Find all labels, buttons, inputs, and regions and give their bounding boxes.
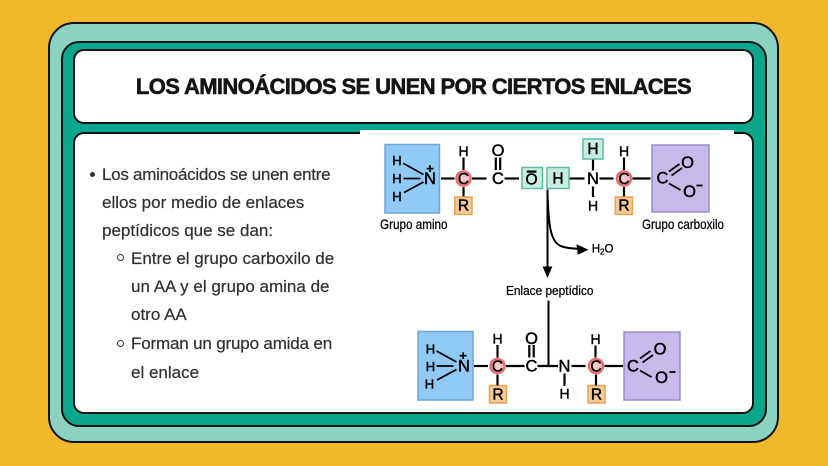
- svg-text:N: N: [587, 170, 599, 188]
- svg-text:N: N: [458, 358, 470, 376]
- svg-text:Grupo amino: Grupo amino: [380, 216, 448, 232]
- svg-text:O: O: [525, 172, 537, 189]
- svg-text:R: R: [492, 386, 503, 403]
- svg-text:C: C: [458, 171, 469, 188]
- svg-text:H: H: [392, 171, 401, 186]
- svg-text:H: H: [552, 171, 563, 188]
- svg-text:H: H: [587, 141, 598, 158]
- svg-text:H: H: [425, 377, 434, 392]
- svg-text:H: H: [590, 331, 600, 347]
- svg-text:H: H: [392, 153, 401, 168]
- svg-text:C: C: [618, 171, 629, 188]
- svg-text:O: O: [655, 369, 668, 387]
- svg-text:H2O: H2O: [592, 244, 614, 257]
- svg-text:H: H: [559, 386, 569, 402]
- svg-text:R: R: [458, 198, 469, 215]
- svg-text:C: C: [590, 358, 601, 375]
- svg-text:C: C: [492, 170, 504, 188]
- svg-text:H: H: [492, 331, 502, 347]
- svg-text:O: O: [525, 330, 538, 348]
- svg-text:H: H: [426, 342, 435, 357]
- svg-text:R: R: [618, 198, 629, 215]
- svg-text:O: O: [654, 341, 667, 359]
- svg-text:H: H: [588, 198, 598, 214]
- svg-text:H: H: [426, 359, 435, 374]
- svg-text:H: H: [392, 189, 401, 204]
- svg-text:C: C: [657, 170, 669, 188]
- svg-text:Grupo carboxilo: Grupo carboxilo: [642, 216, 724, 232]
- svg-text:C: C: [627, 358, 639, 376]
- svg-text:N: N: [559, 358, 571, 376]
- svg-text:H: H: [458, 143, 468, 159]
- svg-text:N: N: [424, 170, 436, 188]
- svg-text:Enlace peptídico: Enlace peptídico: [506, 283, 594, 298]
- svg-text:O: O: [683, 183, 696, 201]
- svg-text:O: O: [681, 154, 694, 172]
- svg-text:C: C: [492, 358, 503, 375]
- svg-text:R: R: [591, 386, 602, 403]
- svg-text:O: O: [492, 142, 505, 160]
- svg-text:H: H: [619, 143, 629, 159]
- svg-text:C: C: [526, 358, 538, 376]
